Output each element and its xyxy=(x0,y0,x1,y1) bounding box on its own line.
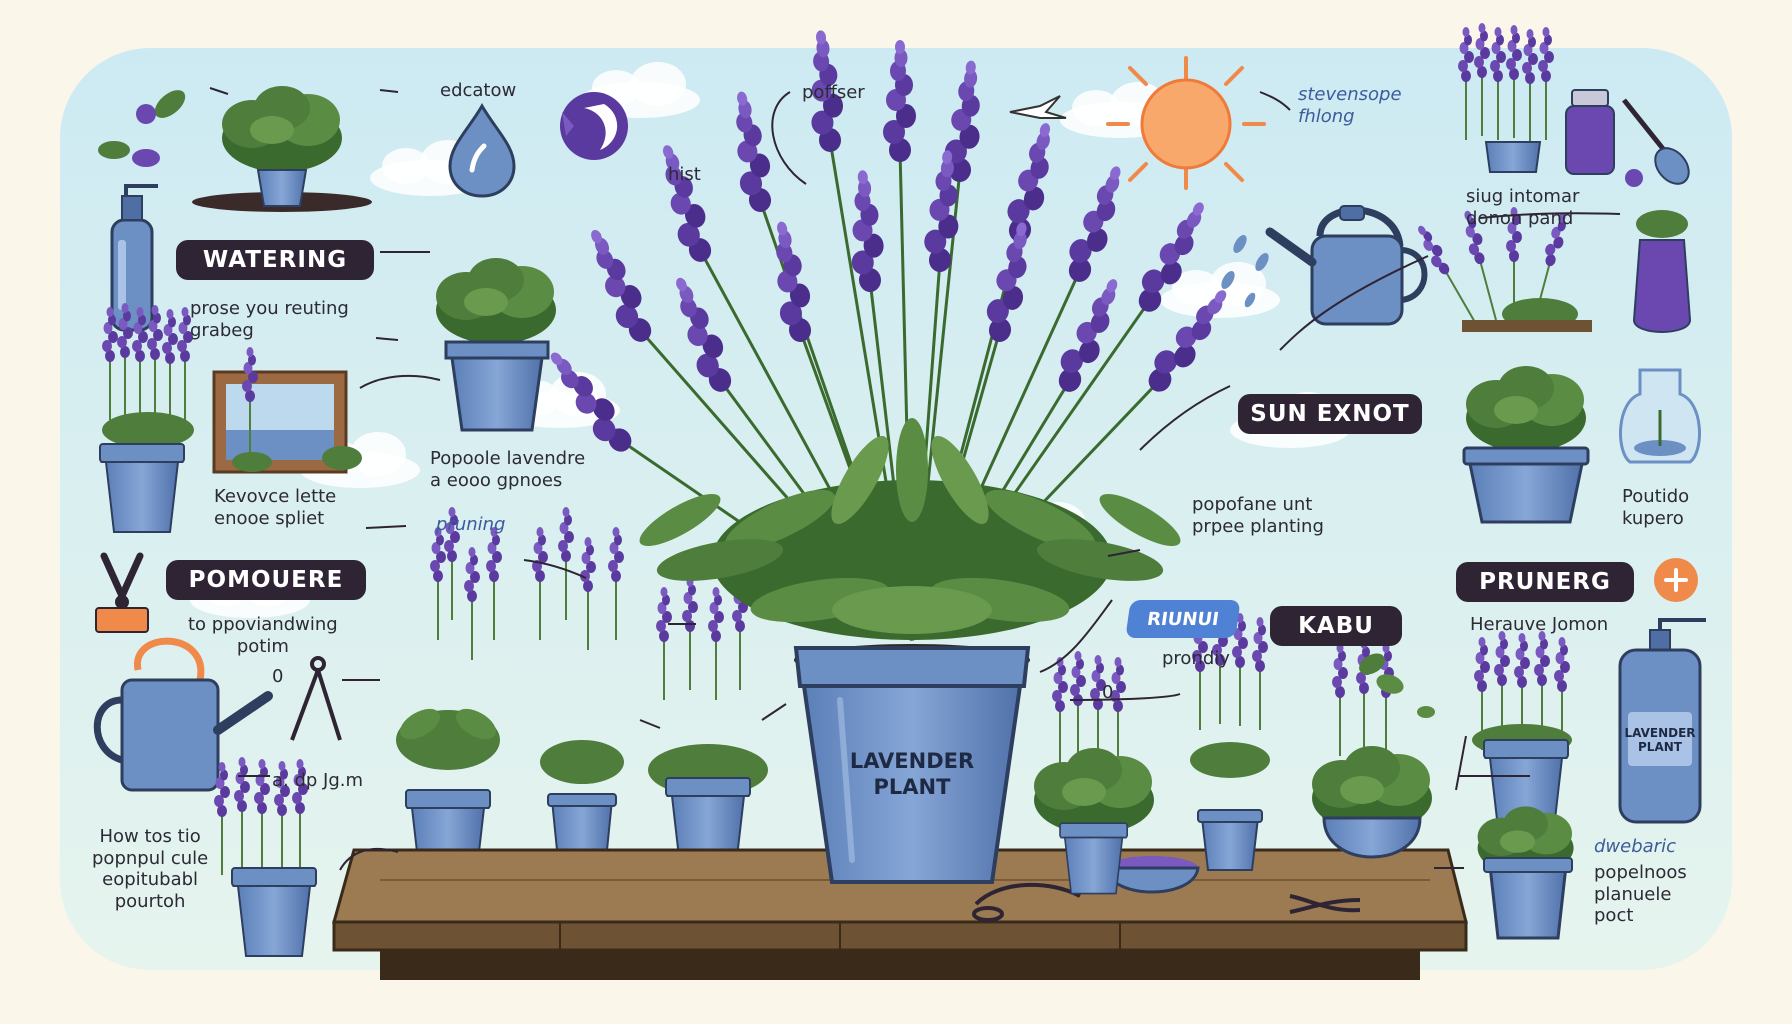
glass-jar-icon xyxy=(1619,368,1701,464)
shears-table-icon xyxy=(972,882,1081,922)
bush-pot-right xyxy=(1462,366,1590,524)
bird-icon xyxy=(1009,95,1067,119)
lavender-pot-bottom-right xyxy=(1472,630,1572,829)
lavender-pot-top-right xyxy=(1457,22,1555,173)
leaf-decor-right xyxy=(1359,653,1435,718)
bush-pot-bottom-right xyxy=(1477,806,1574,940)
caption-edcatow: edcatow xyxy=(440,80,517,101)
heading-watering: WATERING xyxy=(176,240,374,280)
caption-prose: prose you reuting grabeg xyxy=(190,298,349,341)
badge-riunui: RIUNUI xyxy=(1125,600,1241,638)
lavender-pot-table-5 xyxy=(1190,610,1270,871)
lavender-pot-table-1 xyxy=(396,506,503,879)
caption-poutido: Poutido kupero xyxy=(1622,486,1690,529)
caption-stevensope: stevensope fhlong xyxy=(1298,84,1402,127)
caption-sing: siug intomar donon pand xyxy=(1466,186,1580,229)
water-drop-icon xyxy=(448,103,516,198)
bowl-lavender-icon xyxy=(1104,856,1200,894)
caption-popoole: Popoole lavendre a eooo gpnoes xyxy=(430,448,586,491)
leaf-decor-left xyxy=(98,90,186,167)
caption-popelnoos: popelnoos planuele poct xyxy=(1594,862,1687,927)
main-pot-label: LAVENDER PLANT xyxy=(849,749,975,800)
caption-dwebaric: dwebaric xyxy=(1594,836,1676,857)
heading-sun: SUN EXNOT xyxy=(1238,394,1422,434)
caption-popofane: popofane unt prpee planting xyxy=(1192,494,1324,537)
watering-can-right-icon xyxy=(1265,205,1428,326)
bush-pot-center-left xyxy=(436,258,556,432)
lavender-pot-table-2 xyxy=(531,506,625,861)
heading-kabu: KABU xyxy=(1270,606,1402,646)
caption-kevovce: Kevovce lette enooe spliet xyxy=(214,486,337,529)
caption-to-pp: to ppoviandwing potim xyxy=(188,614,338,657)
heading-pomouere: POMOUERE xyxy=(166,560,366,600)
pruning-shears-icon xyxy=(95,552,149,633)
caption-pruning: pruning xyxy=(436,514,506,535)
caption-hist: hist xyxy=(668,164,701,185)
bush-pot-top-left xyxy=(192,86,372,212)
caption-poffser: poffser xyxy=(802,82,865,103)
moon-icon xyxy=(560,92,628,160)
caption-zero-center: 0 xyxy=(1102,682,1114,703)
sun-icon xyxy=(1106,56,1266,190)
bottle-label: LAVENDER PLANT xyxy=(1624,726,1696,755)
caption-prondiy: prondiy xyxy=(1162,648,1230,669)
water-splash-icon xyxy=(1221,234,1269,308)
caption-herauve: Herauve Jomon xyxy=(1470,614,1609,635)
caption-adp: a. dp Jg.m xyxy=(272,770,364,791)
caption-how: How tos tio popnpul cule eopitubabl pour… xyxy=(92,826,209,912)
scissors-icon xyxy=(290,656,342,741)
lavender-bed-right xyxy=(1411,206,1592,332)
caption-zero-left: 0 xyxy=(272,666,284,687)
pruners-table-icon xyxy=(1289,894,1361,914)
arrow-connectors xyxy=(209,87,1621,871)
lavender-pot-table-3 xyxy=(648,576,768,867)
vase-right-icon xyxy=(1632,210,1692,333)
jar-icon xyxy=(1565,89,1615,175)
spray-bottle-right-icon xyxy=(1618,618,1706,824)
central-lavender-plant xyxy=(538,29,1238,884)
lavender-pot-table-6 xyxy=(1312,638,1432,859)
trowel-icon xyxy=(1622,98,1690,187)
plus-icon xyxy=(1654,558,1698,602)
watering-can-icon xyxy=(93,637,273,792)
spray-bottle-icon xyxy=(110,184,158,332)
lavender-pot-left xyxy=(99,302,194,533)
heading-prunerg: PRUNERG xyxy=(1456,562,1634,602)
landscape-frame-icon xyxy=(212,346,362,474)
